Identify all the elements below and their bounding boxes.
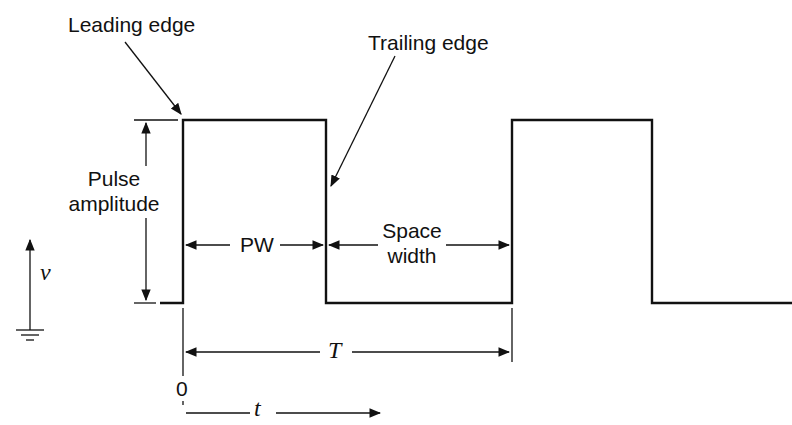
- origin-label: 0: [174, 376, 190, 401]
- axis-label: v: [38, 258, 53, 287]
- dimension-label: Pulse amplitude: [50, 166, 178, 216]
- dimension-label: PW: [238, 232, 276, 257]
- dimension-label: Space width: [378, 218, 446, 268]
- dimension-label: T: [326, 336, 343, 365]
- axis-label: t: [252, 394, 263, 423]
- edge-label: Trailing edge: [366, 30, 491, 55]
- edge-label: Leading edge: [66, 12, 197, 37]
